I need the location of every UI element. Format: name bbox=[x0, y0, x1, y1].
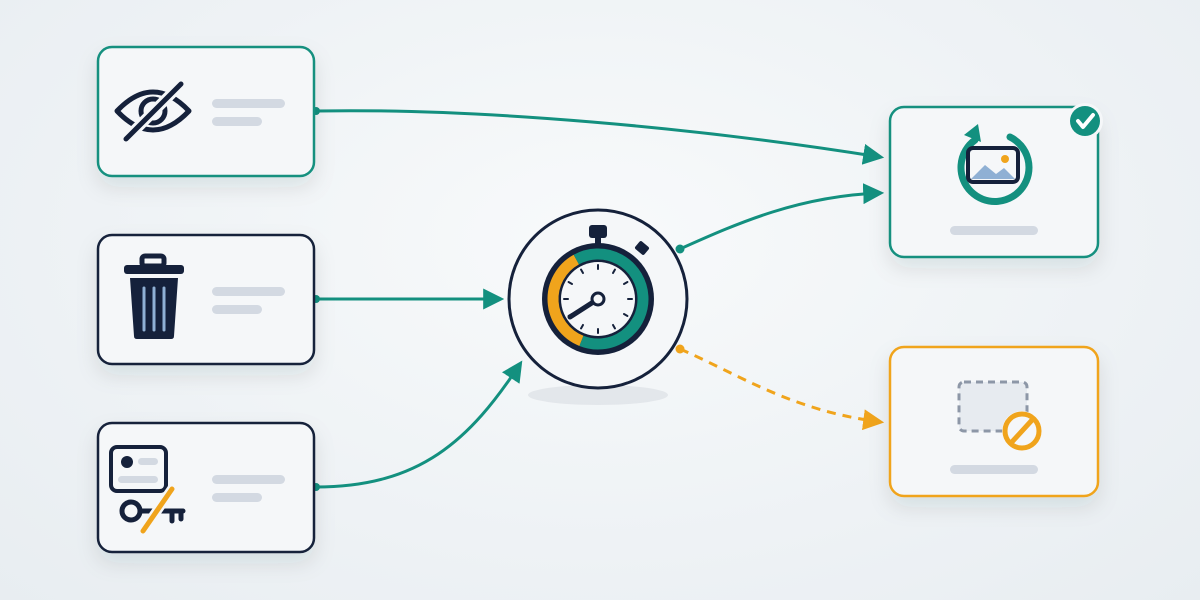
timer-tick bbox=[622, 313, 629, 317]
edge-hidden-to-restored bbox=[315, 109, 885, 165]
eye-slash-icon bbox=[114, 80, 192, 143]
placeholder-line bbox=[950, 465, 1038, 474]
timer-teal-arc bbox=[573, 248, 649, 350]
edge-start-dot bbox=[675, 344, 685, 354]
card-hidden bbox=[96, 45, 316, 178]
timer-tick bbox=[580, 323, 584, 330]
id-card-key-revoked-icon bbox=[109, 445, 186, 534]
timer-tick bbox=[580, 268, 584, 275]
edge-timer-to-restored bbox=[679, 183, 885, 251]
edge-revoked-to-timer bbox=[315, 360, 523, 489]
timer-tick bbox=[612, 268, 616, 275]
timer-amber-arc bbox=[547, 254, 584, 346]
timer-tick bbox=[567, 281, 574, 285]
timer-tick bbox=[622, 281, 629, 285]
placeholder-lines bbox=[212, 99, 285, 126]
checkmark-badge-icon bbox=[1067, 103, 1103, 139]
stopwatch-icon bbox=[542, 225, 654, 355]
placeholder-lines bbox=[212, 475, 285, 502]
trash-icon bbox=[124, 253, 184, 339]
placeholder-lines bbox=[212, 287, 285, 314]
timer-tick bbox=[612, 323, 616, 330]
placeholder-line bbox=[950, 226, 1038, 235]
edge-start-dot bbox=[675, 244, 685, 254]
image-blocked-icon bbox=[957, 380, 1042, 451]
image-restore-icon bbox=[957, 124, 1033, 205]
edge-timer-to-blocked bbox=[679, 347, 885, 431]
card-deleted bbox=[96, 233, 316, 366]
edges bbox=[312, 107, 885, 491]
